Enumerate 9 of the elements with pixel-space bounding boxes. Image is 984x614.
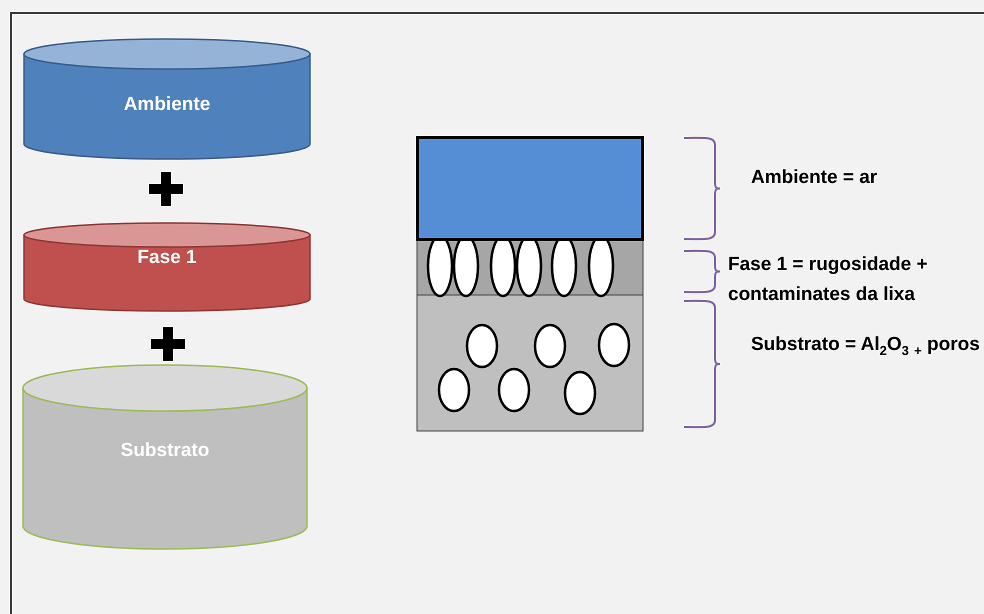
layer-label: Substrato = Al$_{2}$O$_{3}$ $_{+}$ poros (751, 333, 981, 360)
cylinder (23, 38, 311, 160)
layer-label: Ambiente = ar (751, 166, 878, 190)
cylinder-label: Fase 1 (136, 247, 198, 269)
layer-label: Fase 1 = rugosidade + contaminates da lixa (728, 253, 929, 307)
cylinder (23, 222, 311, 312)
cylinder-label: Substrato (120, 440, 210, 462)
cylinder-label: Ambiente (122, 94, 212, 116)
cylinder (22, 364, 308, 550)
